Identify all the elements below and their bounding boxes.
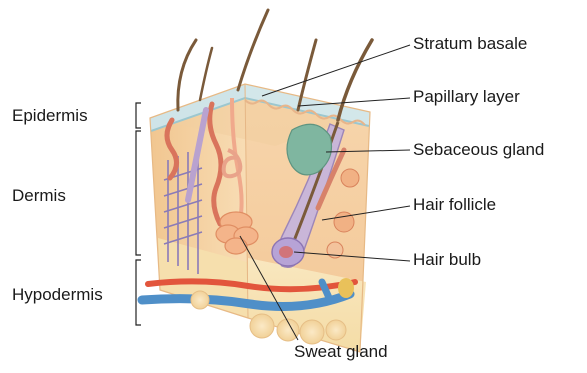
label-hair-bulb: Hair bulb	[413, 250, 481, 270]
label-stratum-basale: Stratum basale	[413, 34, 527, 54]
fat-lobule	[191, 291, 209, 309]
hair-shaft	[238, 10, 268, 90]
label-epidermis: Epidermis	[12, 106, 88, 126]
label-sweat-gland: Sweat gland	[294, 342, 388, 362]
label-hypodermis: Hypodermis	[12, 285, 103, 305]
corpuscle	[341, 169, 359, 187]
layer-brackets	[136, 103, 141, 325]
nerve-bundle	[338, 278, 354, 298]
label-hair-follicle: Hair follicle	[413, 195, 496, 215]
sweat-gland-coil	[225, 238, 247, 254]
label-papillary-layer: Papillary layer	[413, 87, 520, 107]
fat-lobule	[250, 314, 274, 338]
hair-shaft	[200, 48, 212, 100]
leader-stratum-basale	[262, 45, 410, 96]
label-sebaceous-gland: Sebaceous gland	[413, 140, 544, 160]
bracket-epidermis	[136, 103, 141, 128]
fat-lobule	[300, 320, 324, 344]
hair-shaft	[178, 40, 196, 110]
dermal-papilla	[279, 246, 293, 258]
bracket-dermis	[136, 131, 141, 255]
label-dermis: Dermis	[12, 186, 66, 206]
bracket-hypodermis	[136, 260, 141, 325]
hair-shaft	[338, 40, 372, 120]
fat-lobule	[326, 320, 346, 340]
